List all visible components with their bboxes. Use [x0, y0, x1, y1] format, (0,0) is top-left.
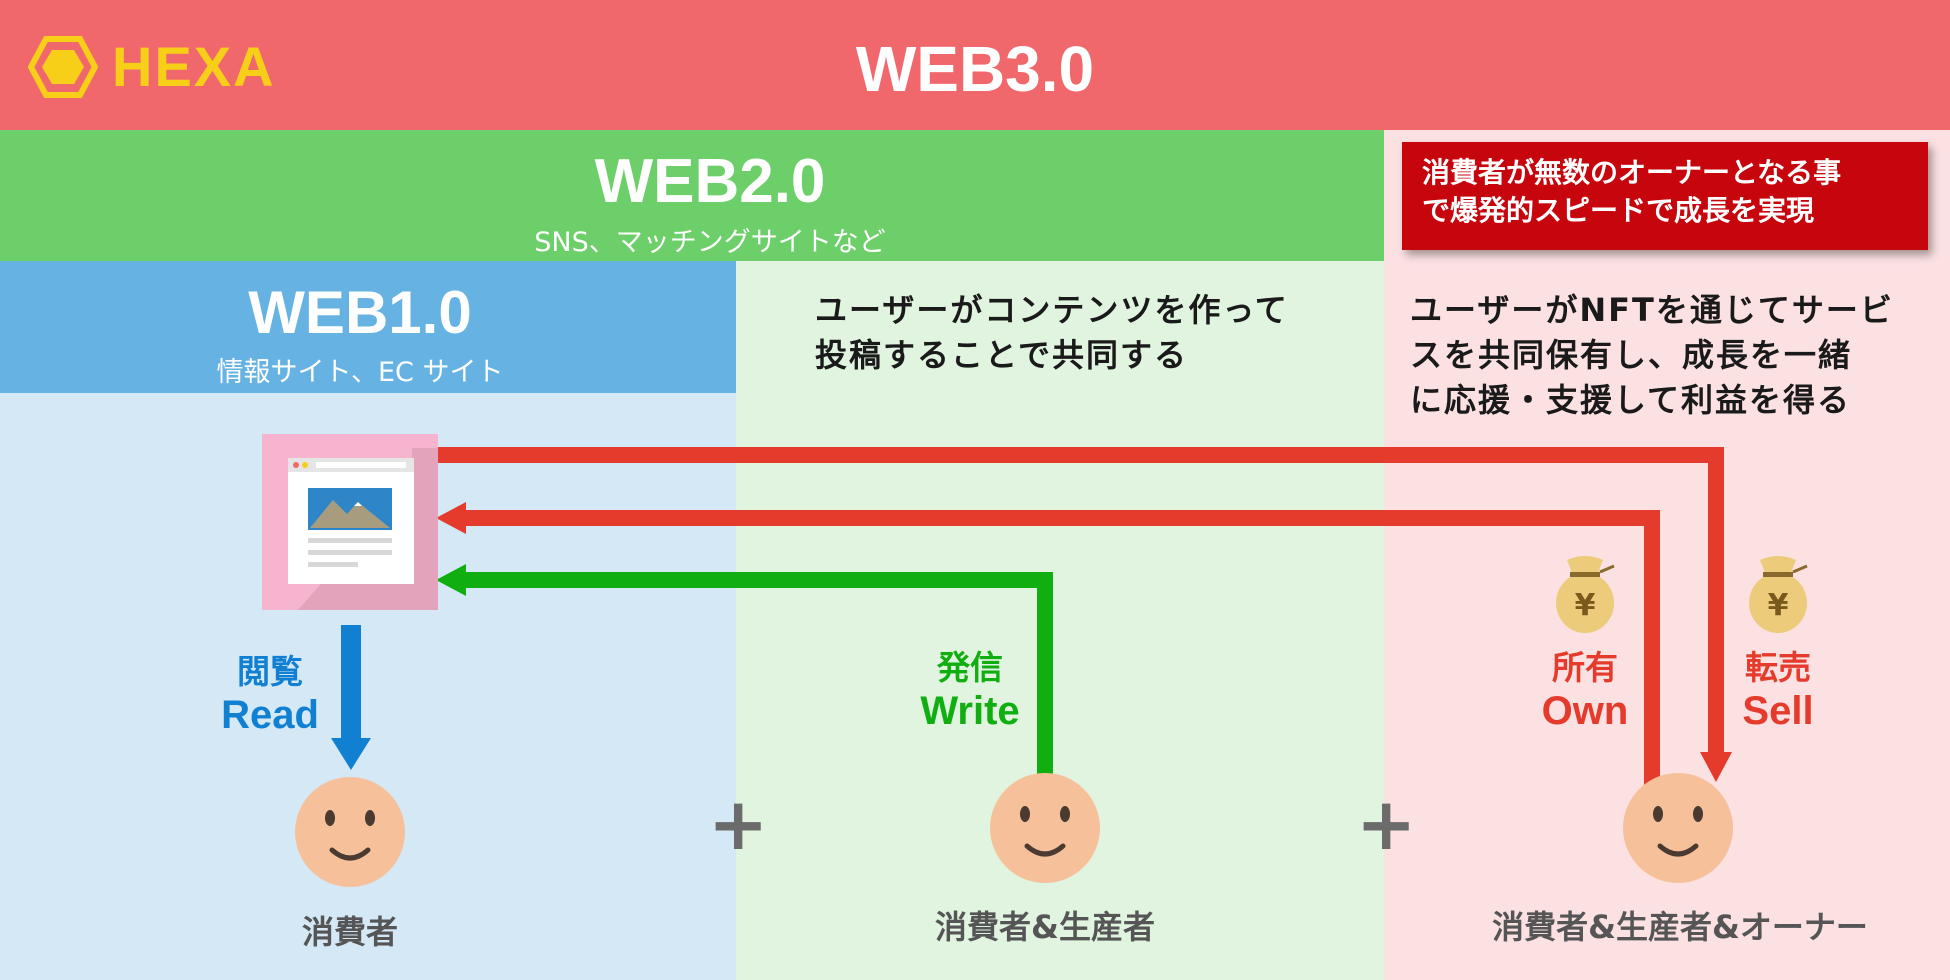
hexa-logo: HEXA: [28, 34, 276, 99]
money-bag-own-icon: ¥: [1556, 556, 1615, 633]
description-line: ユーザーがNFTを通じてサービ: [1410, 291, 1894, 329]
web2-band: [0, 130, 1384, 261]
web3-title: WEB3.0: [855, 33, 1095, 105]
web2-subtitle: SNS、マッチングサイトなど: [534, 227, 886, 258]
callout-line: 消費者が無数のオーナーとなる事: [1422, 156, 1842, 189]
plus-symbol: +: [1356, 782, 1417, 866]
write-label: 発信 Write: [900, 641, 1040, 734]
read-label-jp: 閲覧: [237, 652, 303, 691]
consumer-label: 消費者: [301, 913, 398, 951]
consumer-producer-owner-label: 消費者&生産者&オーナー: [1492, 908, 1868, 946]
own-arrow: [436, 502, 1660, 785]
hexagon-logo-icon: [28, 35, 98, 98]
read-label: 閲覧 Read: [200, 645, 340, 738]
description-line: 投稿することで共同する: [815, 336, 1189, 374]
own-label-en: Own: [1541, 689, 1629, 733]
consumer-producer-label: 消費者&生産者: [935, 908, 1155, 946]
web2-description: ユーザーがコンテンツを作って 投稿することで共同する: [815, 288, 1289, 378]
read-label-en: Read: [221, 693, 319, 737]
description-line: ユーザーがコンテンツを作って: [815, 291, 1289, 329]
callout-line: で爆発的スピードで成長を実現: [1422, 194, 1815, 227]
web3-callout: 消費者が無数のオーナーとなる事 で爆発的スピードで成長を実現: [1402, 142, 1928, 250]
consumer-face-icon: [295, 777, 405, 887]
write-arrow: [436, 564, 1053, 780]
sell-arrow: [438, 447, 1732, 782]
web3-description: ユーザーがNFTを通じてサービ スを共同保有し、成長を一緒 に応援・支援して利益…: [1410, 288, 1894, 423]
web1-title: WEB1.0: [248, 279, 472, 346]
logo-text: HEXA: [112, 35, 276, 98]
web1-band: [0, 261, 736, 393]
currency-symbol: ¥: [1575, 588, 1596, 623]
description-line: に応援・支援して利益を得る: [1410, 381, 1852, 419]
web1-subtitle: 情報サイト、EC サイト: [216, 357, 504, 388]
producer-face-icon: [990, 773, 1100, 883]
web2-title: WEB2.0: [594, 147, 826, 216]
money-bag-sell-icon: ¥: [1749, 556, 1808, 633]
sell-label-en: Sell: [1742, 689, 1814, 733]
own-label: 所有 Own: [1515, 641, 1655, 734]
description-line: スを共同保有し、成長を一緒: [1410, 336, 1853, 374]
webpage-illustration-icon: [262, 434, 438, 610]
plus-symbol: +: [708, 782, 769, 866]
write-label-en: Write: [920, 689, 1020, 733]
web3-band: [0, 0, 1950, 130]
write-label-jp: 発信: [937, 648, 1003, 687]
sell-label-jp: 転売: [1745, 648, 1811, 687]
own-label-jp: 所有: [1552, 648, 1618, 687]
read-arrow: [331, 625, 371, 770]
currency-symbol: ¥: [1768, 588, 1789, 623]
sell-label: 転売 Sell: [1708, 641, 1848, 734]
owner-face-icon: [1623, 773, 1733, 883]
